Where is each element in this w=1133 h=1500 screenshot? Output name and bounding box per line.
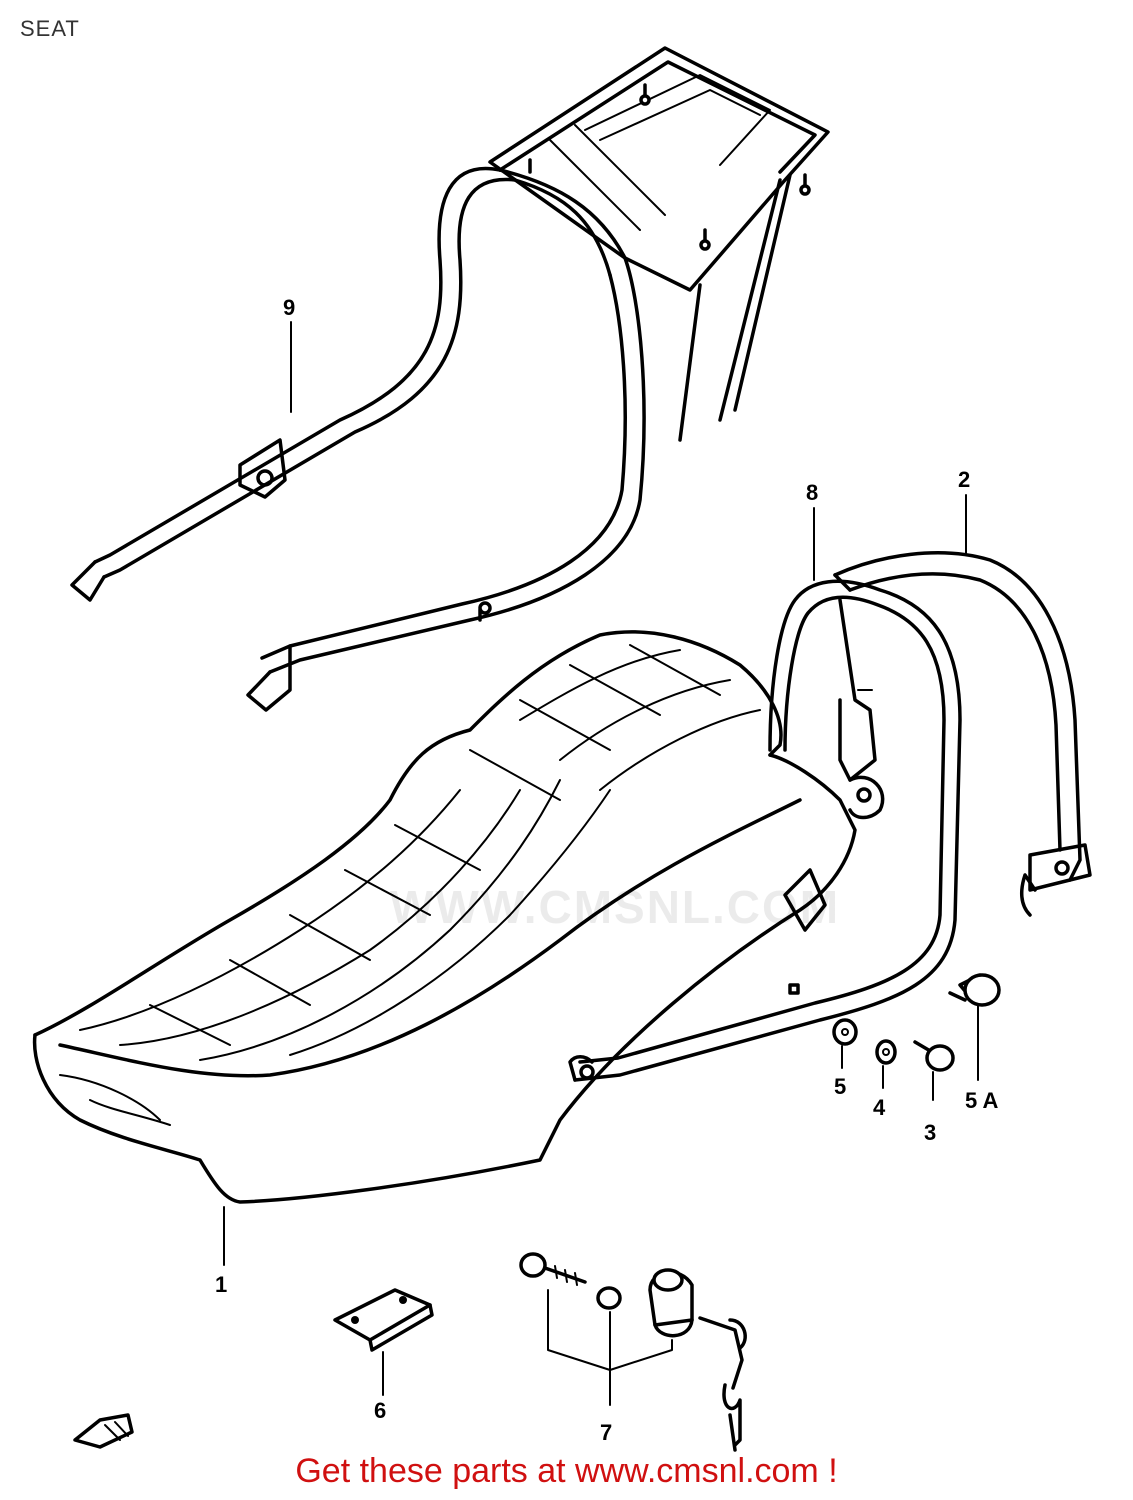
part-7-grab-rail[interactable]: [568, 579, 962, 1082]
callout-6: 6: [374, 1351, 386, 1423]
get-parts-link[interactable]: Get these parts at www.cmsnl.com !: [295, 1452, 838, 1490]
part-2-seat-belt[interactable]: [833, 551, 1092, 917]
svg-text:5: 5: [834, 1074, 846, 1099]
part-4-lock-washer[interactable]: [875, 1039, 897, 1065]
callout-7: 8: [806, 480, 818, 581]
svg-text:7: 7: [600, 1420, 612, 1445]
callout-2: 2: [958, 467, 970, 556]
svg-text:9: 9: [283, 295, 295, 320]
callout-5a: 5 A: [965, 1005, 999, 1113]
part-5a-knob-bolt[interactable]: [948, 973, 1001, 1007]
svg-text:6: 6: [374, 1398, 386, 1423]
svg-text:4: 4: [873, 1095, 886, 1120]
svg-text:2: 2: [958, 467, 970, 492]
part-5-washer[interactable]: [832, 1018, 858, 1046]
callout-4: 4: [873, 1065, 886, 1120]
callout-9: 9: [283, 295, 295, 413]
svg-text:5 A: 5 A: [965, 1088, 999, 1113]
part-9-carrier-rack[interactable]: [70, 46, 830, 712]
part-6-plate[interactable]: [333, 1288, 434, 1352]
part-8-lock-set[interactable]: [519, 1252, 747, 1452]
svg-text:1: 1: [215, 1272, 227, 1297]
callout-3: 3: [924, 1071, 936, 1145]
svg-text:3: 3: [924, 1120, 936, 1145]
watermark: WWW.CMSNL.COM: [390, 881, 841, 933]
part-1-seat[interactable]: [32, 630, 857, 1204]
front-direction-arrow-icon: [73, 1413, 134, 1449]
page-title: SEAT: [20, 16, 80, 41]
part-3-bolt[interactable]: [913, 1040, 955, 1072]
svg-text:8: 8: [806, 480, 818, 505]
callout-5: 5: [834, 1045, 846, 1099]
callout-8: 7: [600, 1420, 612, 1445]
callout-1: 1: [215, 1206, 227, 1297]
